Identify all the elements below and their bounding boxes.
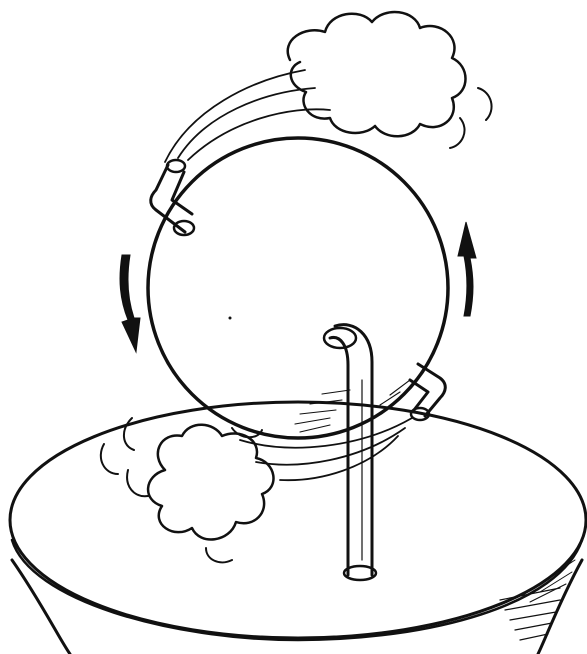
steam-supply-pipe bbox=[330, 325, 376, 580]
rotation-arrow bbox=[458, 222, 476, 316]
rotation-arrow bbox=[120, 255, 140, 352]
bent-exhaust-nozzle bbox=[151, 160, 194, 235]
rotating-sphere bbox=[148, 138, 448, 438]
steam-cloud bbox=[101, 418, 412, 562]
